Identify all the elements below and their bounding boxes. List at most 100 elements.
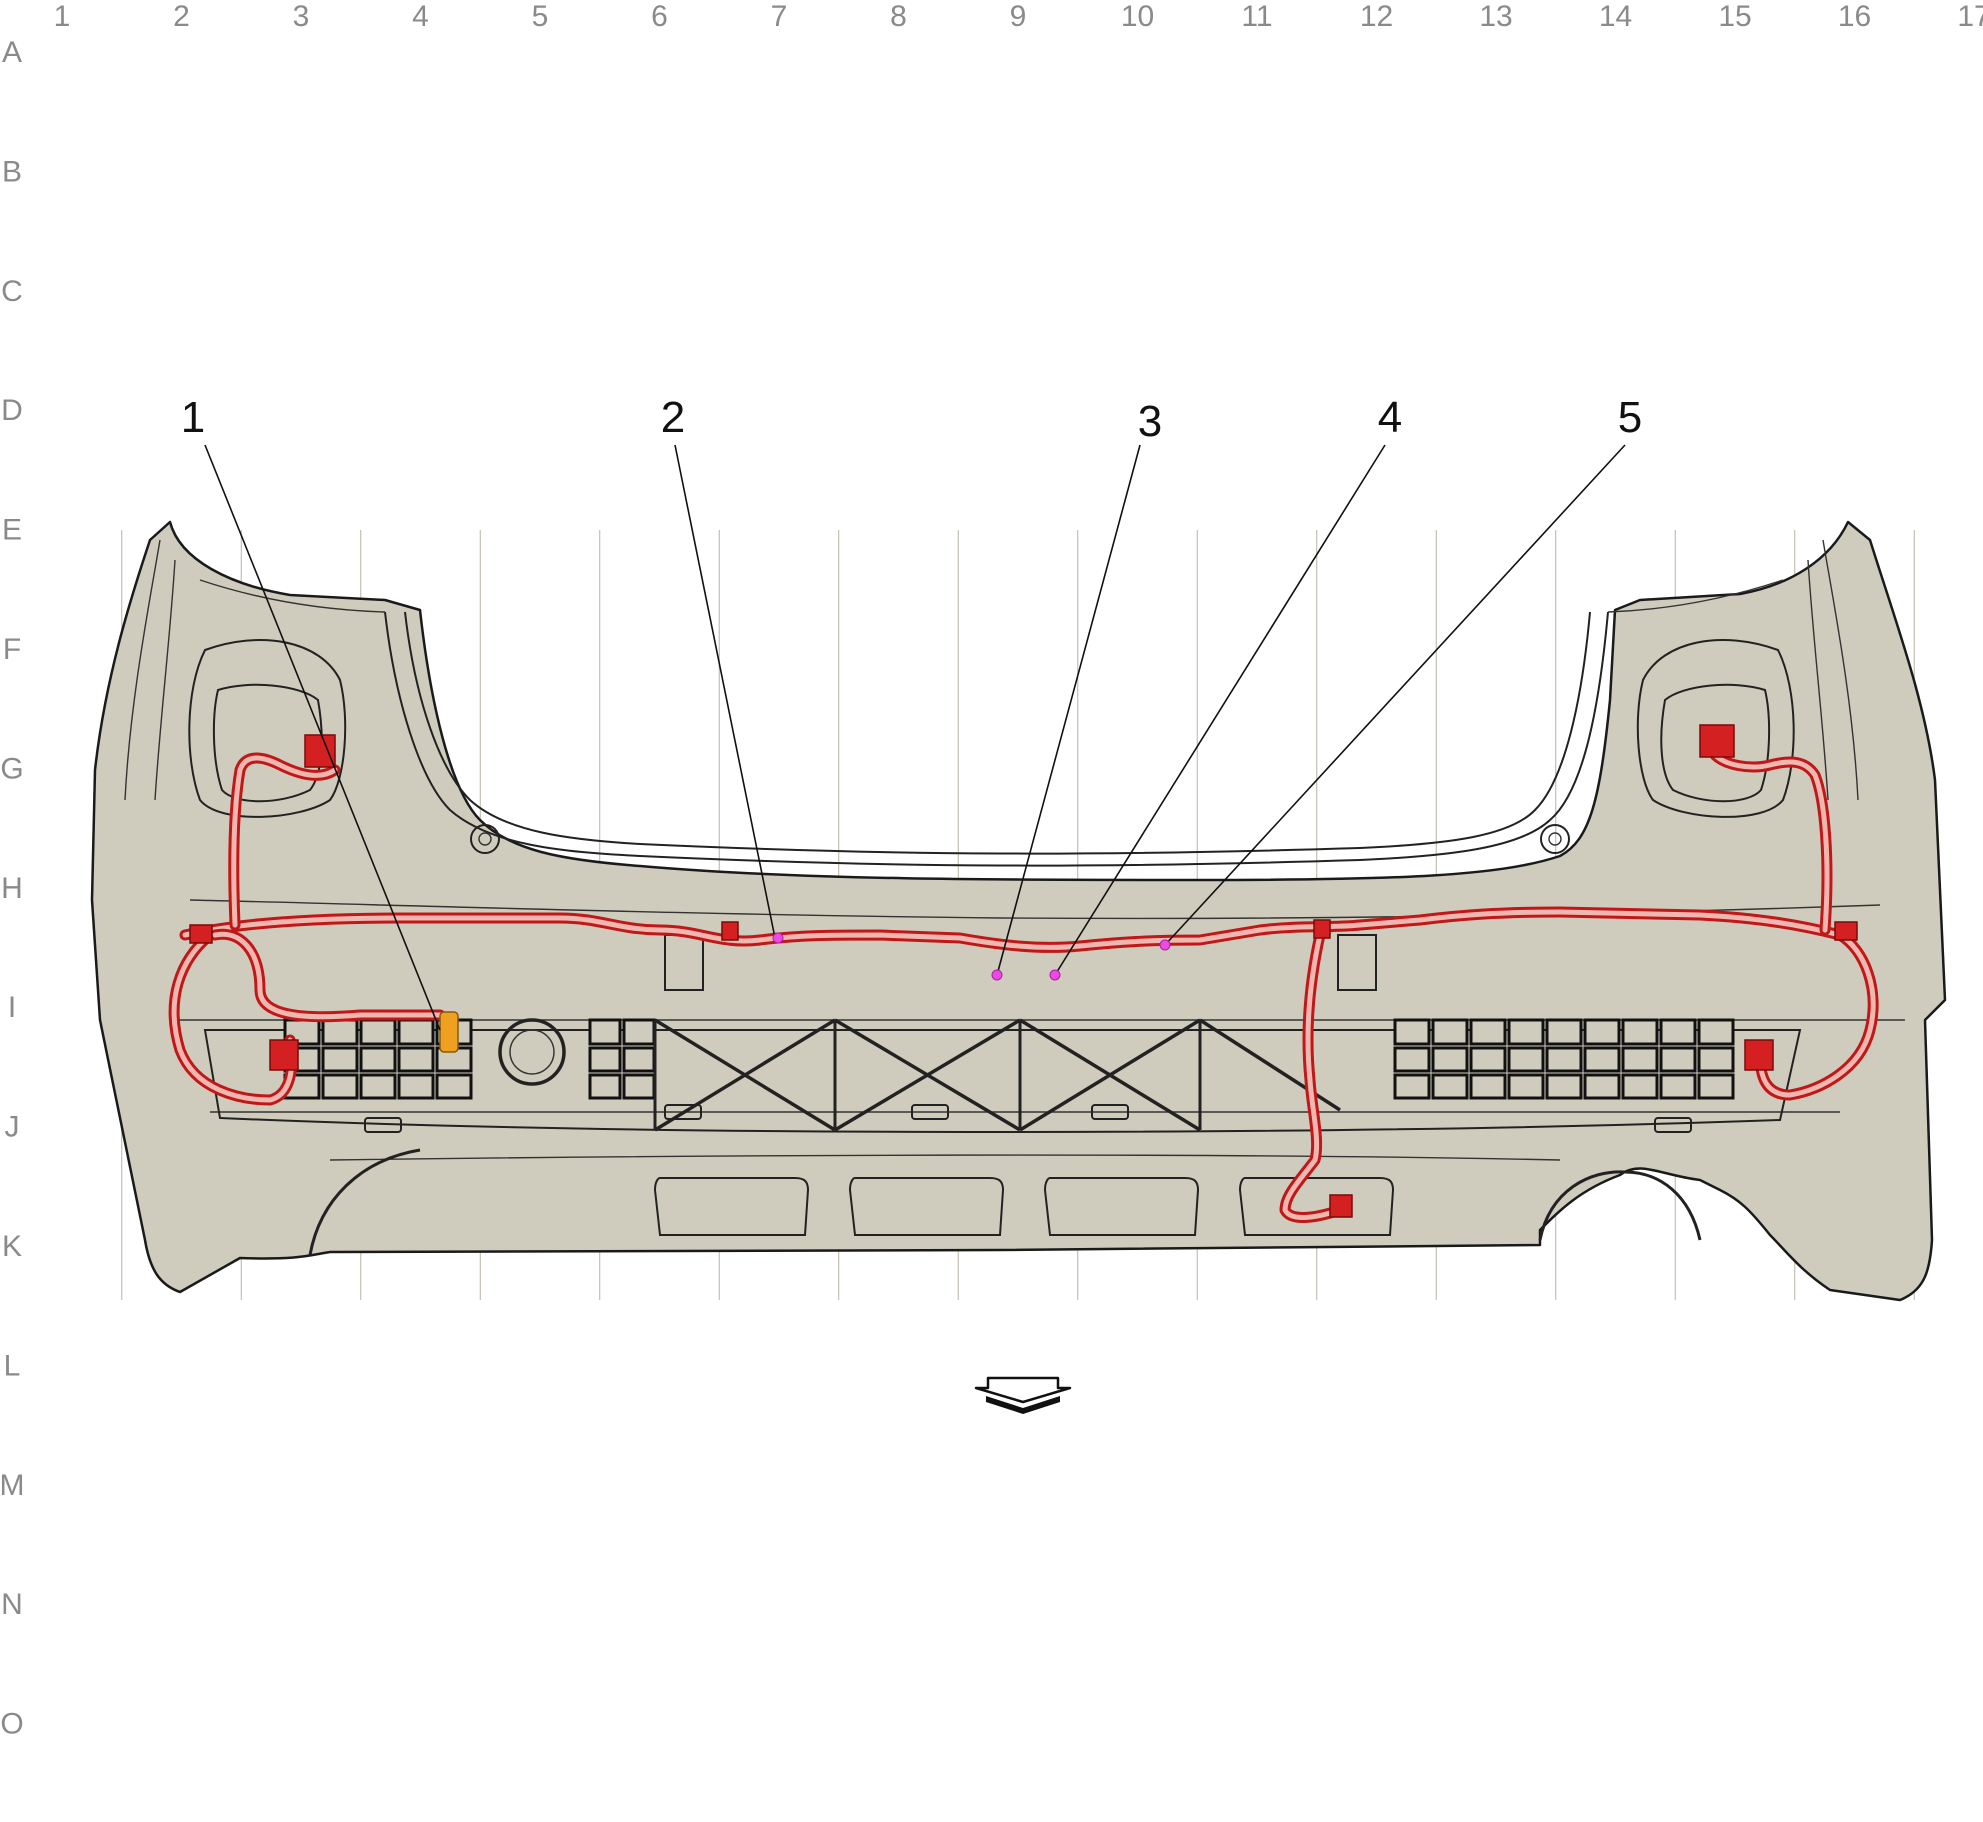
absorber-cell-right [1393, 1046, 1431, 1073]
absorber-cell-right [1469, 1073, 1507, 1100]
right-mount-bolt [1540, 824, 1570, 854]
center-x-bracing [654, 1018, 1341, 1132]
left-corner-recess-inner [212, 683, 323, 803]
absorber-cell-right [1583, 1046, 1621, 1073]
upper-inner-contour-2 [404, 611, 1591, 855]
absorber-cell-right [1697, 1073, 1735, 1100]
left-diffuser-edge [308, 1148, 421, 1256]
absorber-cell-right [1431, 1046, 1469, 1073]
absorber-cell-left [359, 1073, 397, 1100]
right-junction-clip [1834, 921, 1858, 941]
absorber-cell-right [1431, 1073, 1469, 1100]
grid-column-label: 17 [1957, 0, 1983, 33]
tow-hook-opening [498, 1018, 566, 1086]
absorber-cell-right [1507, 1073, 1545, 1100]
left-corner-sensor-connector [304, 734, 336, 768]
absorber-cell-left [397, 1073, 435, 1100]
grid-column-label: 14 [1599, 0, 1632, 33]
grid-row-label: F [3, 633, 21, 666]
callout-4-label: 4 [1378, 393, 1402, 442]
left-mount-bolt [470, 824, 500, 854]
grid-column-label: 5 [532, 0, 549, 33]
callout-4-point [1049, 969, 1061, 981]
grid-row-label: H [1, 872, 23, 905]
absorber-cell-right [1545, 1046, 1583, 1073]
absorber-slot [1091, 1104, 1129, 1120]
absorber-cell-right [1659, 1073, 1697, 1100]
absorber-cell-left [622, 1018, 656, 1046]
callout-2-leader [674, 444, 776, 939]
parking-sensor-harness [168, 724, 1879, 1223]
right-corner-recess [1636, 639, 1795, 818]
grid-row-labels: ABCDEFGHIJKLMNOP [0, 36, 25, 1741]
callout-3-label: 3 [1138, 397, 1162, 446]
absorber-outline [203, 1029, 1802, 1134]
grid-column-label: 15 [1718, 0, 1751, 33]
absorber-cell-right [1697, 1018, 1735, 1046]
grid-column-label: 1 [54, 0, 71, 33]
absorber-cell-right [1469, 1046, 1507, 1073]
grid-row-label: M [0, 1469, 25, 1502]
left-corner-recess [188, 639, 347, 818]
callout-leaders [204, 444, 1626, 1031]
harness-left-loop-core [171, 931, 443, 1103]
absorber-cell-right [1621, 1046, 1659, 1073]
absorber-cell-left [622, 1073, 656, 1100]
grid-column-label: 11 [1241, 0, 1272, 33]
callout-5-label: 5 [1618, 393, 1642, 442]
right-grid-cells [1393, 1018, 1735, 1100]
absorber-cell-left [397, 1046, 435, 1073]
callout-1-label: 1 [181, 393, 205, 442]
right-lower-sensor-connector [1744, 1039, 1774, 1071]
grid-row-label: I [8, 991, 16, 1024]
absorber-slot [911, 1104, 949, 1120]
grid-row-label: L [4, 1349, 21, 1382]
grid-column-label: 13 [1479, 0, 1512, 33]
harness-right-loop-core [1757, 932, 1876, 1098]
exhaust-cutout [1538, 1170, 1702, 1241]
absorber-cell-right [1697, 1046, 1735, 1073]
upper-inner-contour [384, 611, 1609, 867]
callout-1-leader [204, 444, 441, 1031]
right-corner-recess-inner [1660, 683, 1771, 803]
absorber-slot [664, 1104, 702, 1120]
absorber-cell-left [588, 1046, 622, 1073]
grid-row-label: J [5, 1111, 20, 1144]
harness-left-upper-branch-core [231, 755, 338, 928]
grid-column-label: 16 [1838, 0, 1871, 33]
grid-row-label: A [2, 36, 22, 69]
diffuser-pockets [308, 1148, 1702, 1256]
grid-row-label: G [0, 752, 23, 785]
diffuser-pocket [848, 1177, 1005, 1236]
tow-hook-opening-inner [509, 1029, 555, 1075]
grid-row-label: O [0, 1708, 23, 1741]
direction-arrow-icon [974, 1376, 1072, 1414]
absorber-slot [364, 1117, 402, 1133]
absorber-cell-left [321, 1046, 359, 1073]
left-corner-detail [124, 539, 386, 801]
grid-column-label: 7 [771, 0, 788, 33]
center-x-verticals [653, 1020, 1202, 1130]
absorber-cell-right [1393, 1018, 1431, 1046]
absorber-cell-left [435, 1073, 473, 1100]
grid-column-label: 8 [890, 0, 907, 33]
absorber-cell-left [321, 1018, 359, 1046]
grid-column-label: 9 [1010, 0, 1027, 33]
harness-clip [721, 921, 739, 941]
harness-main-trunk-core [182, 909, 1843, 950]
right-mount-bolt-center [1548, 832, 1562, 846]
absorber-cell-right [1583, 1073, 1621, 1100]
absorber-cell-right [1659, 1018, 1697, 1046]
callout-2-point [772, 932, 784, 944]
callout-2-label: 2 [661, 393, 685, 442]
main-harness-connector-highlighted [439, 1011, 459, 1053]
absorber-cell-right [1621, 1073, 1659, 1100]
absorber-cell-left [321, 1073, 359, 1100]
harness-center-drop-core [1282, 932, 1343, 1220]
absorber-cell-right [1393, 1073, 1431, 1100]
absorber-cell-right [1507, 1046, 1545, 1073]
absorber-slot [1654, 1117, 1692, 1133]
absorber-cell-left [588, 1073, 622, 1100]
grid-column-label: 3 [293, 0, 310, 33]
